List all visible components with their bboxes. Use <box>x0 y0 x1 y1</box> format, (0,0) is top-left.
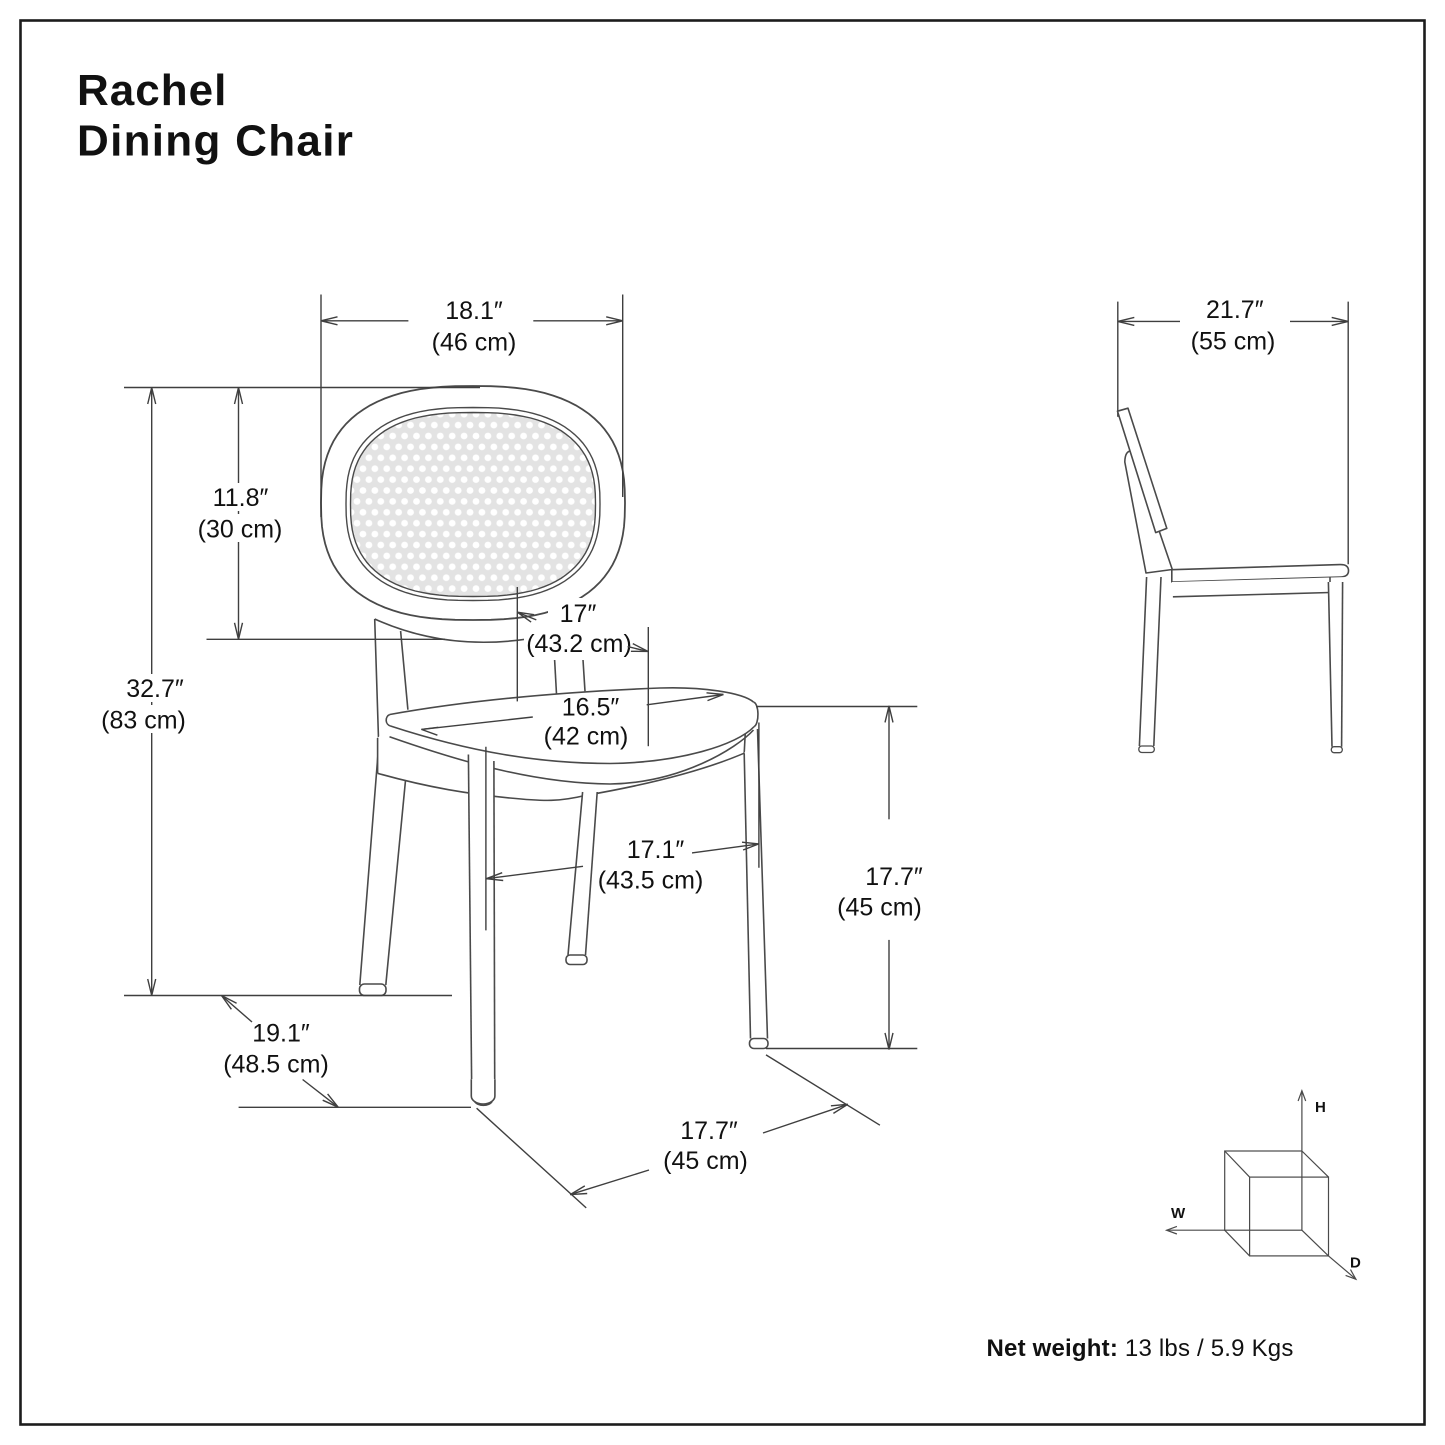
svg-text:(30 cm): (30 cm) <box>198 516 283 544</box>
svg-text:(43.2 cm): (43.2 cm) <box>526 630 632 658</box>
svg-text:(83 cm): (83 cm) <box>101 707 186 735</box>
svg-text:(45 cm): (45 cm) <box>663 1147 748 1175</box>
svg-text:H: H <box>1315 1099 1326 1116</box>
svg-text:17.7″: 17.7″ <box>865 863 923 891</box>
svg-text:W: W <box>1171 1205 1186 1222</box>
svg-text:(55 cm): (55 cm) <box>1191 327 1276 355</box>
svg-text:16.5″: 16.5″ <box>562 693 620 721</box>
svg-text:(45 cm): (45 cm) <box>837 894 922 922</box>
svg-text:(48.5 cm): (48.5 cm) <box>223 1051 329 1079</box>
svg-text:19.1″: 19.1″ <box>252 1020 310 1048</box>
svg-text:21.7″: 21.7″ <box>1206 296 1264 324</box>
svg-text:17.1″: 17.1″ <box>627 836 685 864</box>
svg-text:32.7″: 32.7″ <box>126 675 184 703</box>
svg-text:18.1″: 18.1″ <box>445 297 503 325</box>
svg-text:Dining Chair: Dining Chair <box>77 117 354 166</box>
svg-text:17″: 17″ <box>560 600 597 628</box>
svg-text:D: D <box>1350 1255 1361 1272</box>
svg-text:(43.5 cm): (43.5 cm) <box>598 866 704 894</box>
svg-text:Net weight: 13 lbs / 5.9 Kgs: Net weight: 13 lbs / 5.9 Kgs <box>987 1335 1294 1362</box>
svg-text:Rachel: Rachel <box>77 66 227 115</box>
svg-text:11.8″: 11.8″ <box>213 484 269 512</box>
svg-text:17.7″: 17.7″ <box>680 1117 738 1145</box>
svg-text:(42 cm): (42 cm) <box>544 723 629 751</box>
svg-text:(46 cm): (46 cm) <box>432 329 517 357</box>
